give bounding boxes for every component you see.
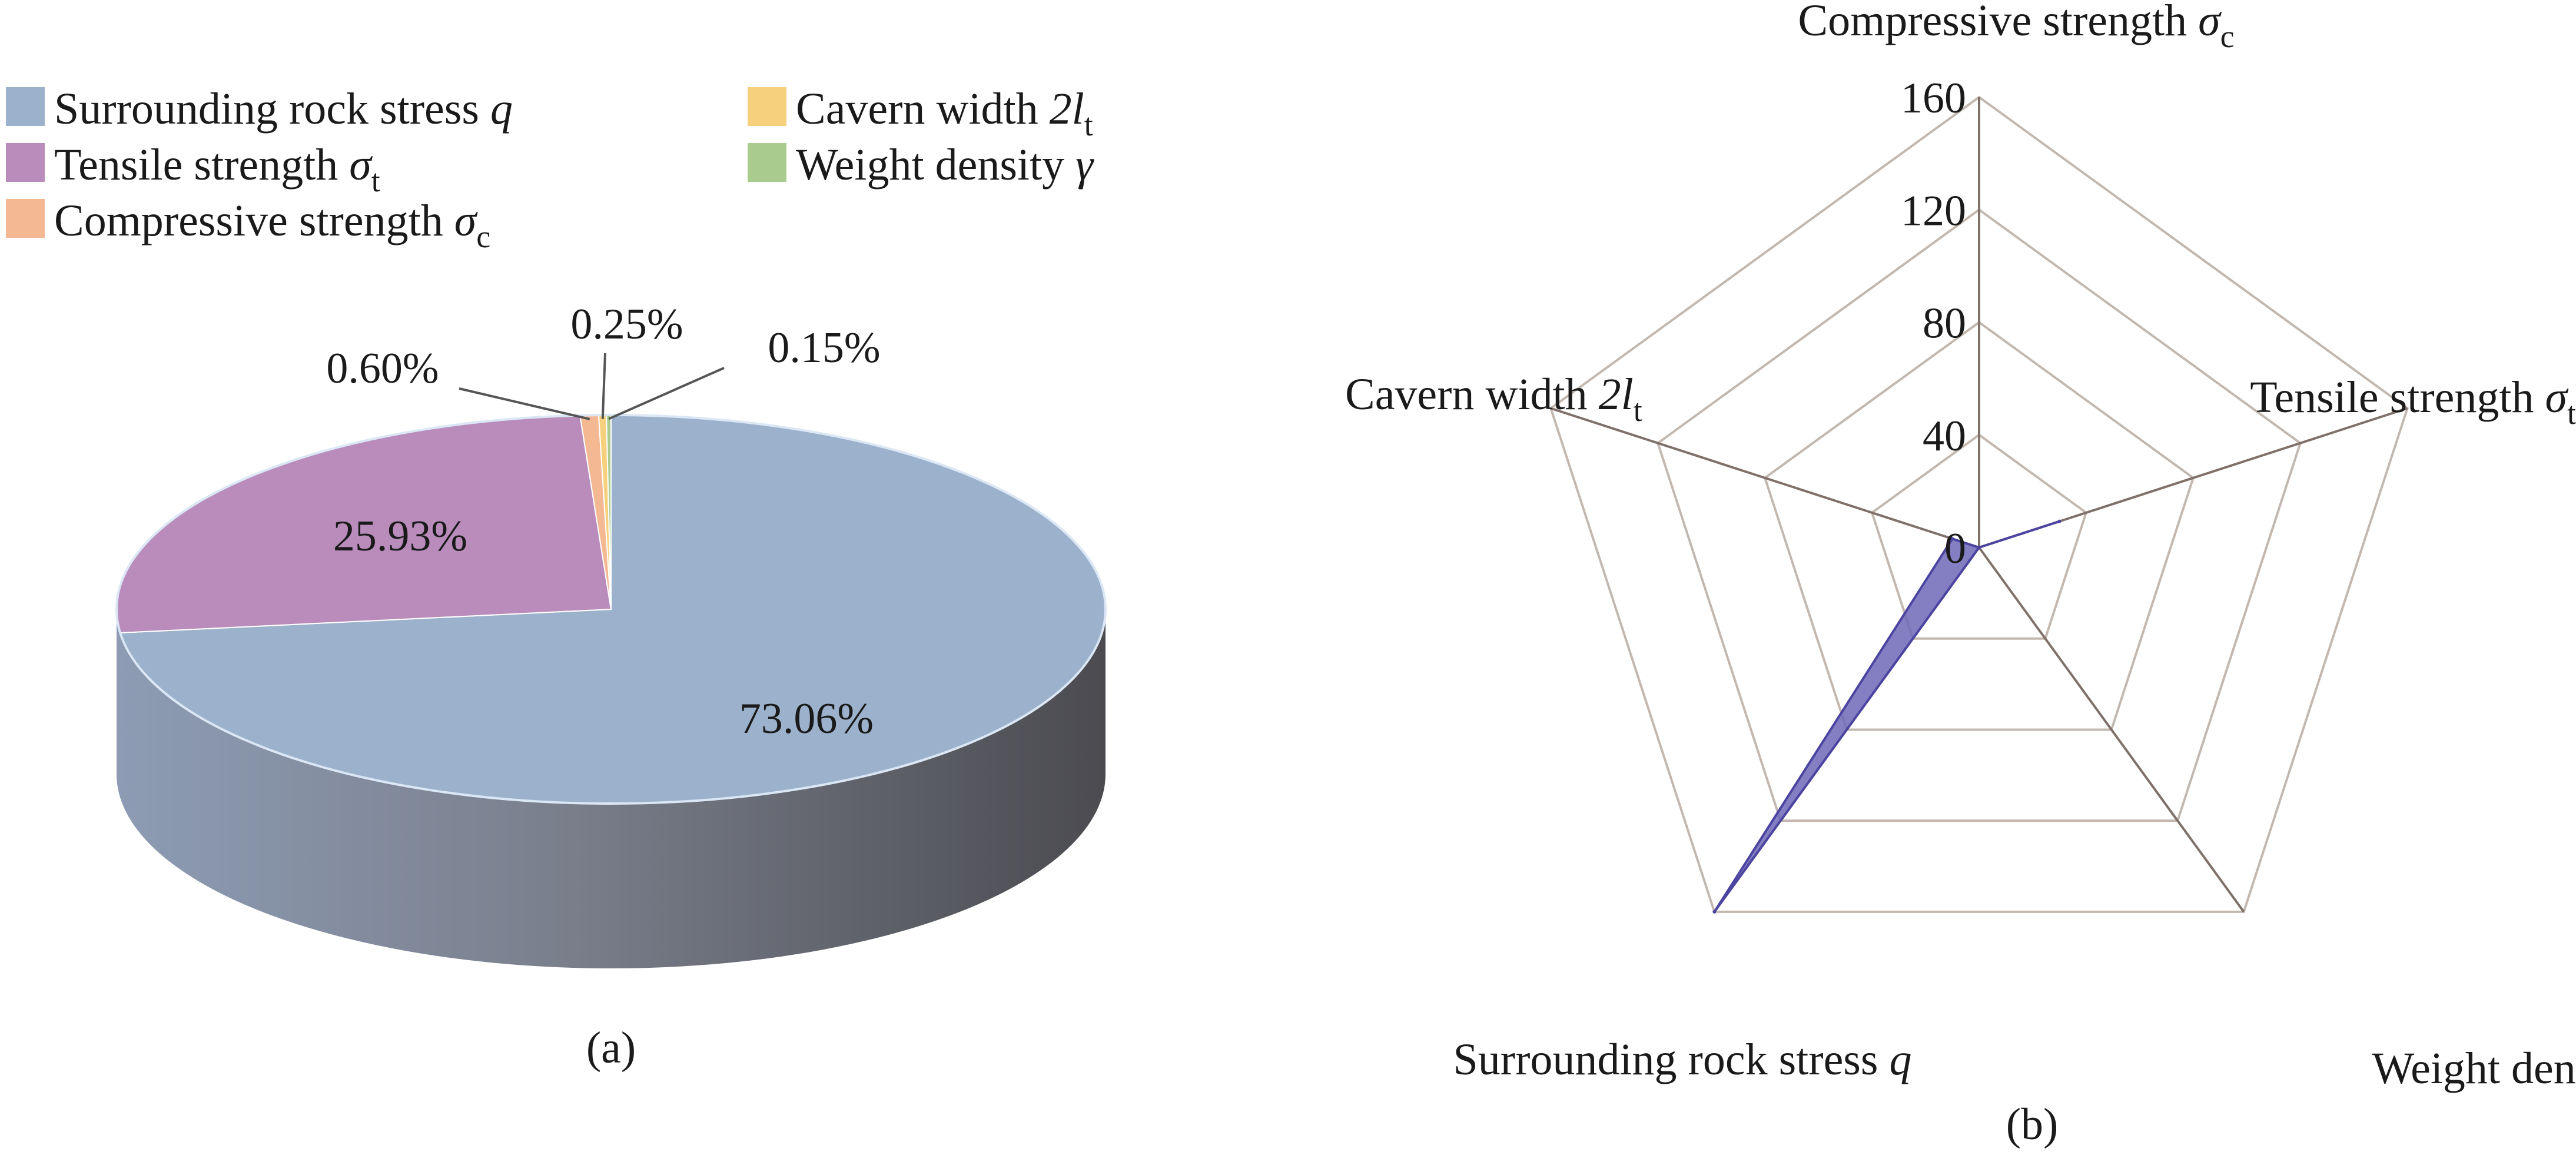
- radar-axis-label-surrounding-rock-stress: Surrounding rock stress q: [1453, 1035, 1912, 1084]
- radar-point-weight-density: [1977, 546, 1981, 549]
- radar-axis-label-surrounding-rock-stress-symbol: q: [1889, 1035, 1911, 1084]
- radar-ring-40: [1870, 433, 2088, 640]
- radar-tick-40: 40: [1923, 412, 1966, 460]
- radar-tick-0: 0: [1944, 525, 1966, 573]
- radar-ring-80: [1763, 321, 2195, 731]
- legend-surrounding-rock-stress-text-symbol: q: [490, 84, 513, 134]
- pie-rim: [115, 414, 1107, 805]
- legend-weight-density-swatch: [748, 143, 786, 182]
- pie-slices: [115, 414, 1107, 805]
- radar-axis-label-cavern-width-name: Cavern width: [1345, 370, 1599, 419]
- legend-compressive-strength-swatch: [6, 199, 45, 238]
- legend-cavern-width-text-name: Cavern width: [796, 84, 1050, 134]
- radar-point-surrounding-rock-stress: [1712, 910, 1717, 914]
- radar-series-area: [1713, 520, 2060, 913]
- legend-cavern-width-swatch: [748, 87, 786, 126]
- legend-tensile-strength-text-name: Tensile strength: [54, 140, 349, 190]
- legend-surrounding-rock-stress: Surrounding rock stress q: [6, 84, 513, 134]
- legend-tensile-strength-text-subscript: t: [371, 163, 380, 198]
- legend-cavern-width-text: Cavern width 2lt: [796, 84, 1093, 142]
- legend-cavern-width-text-subscript: t: [1084, 107, 1093, 142]
- radar-tick-80: 80: [1923, 300, 1966, 348]
- radar-axis-label-cavern-width-subscript: t: [1634, 393, 1642, 428]
- legend-tensile-strength-text-symbol: σ: [349, 140, 373, 190]
- pie-label-cavern-width: 0.25%: [570, 300, 683, 349]
- radar-axis-label-tensile-strength-name: Tensile strength: [2250, 373, 2545, 422]
- legend-tensile-strength-swatch: [6, 143, 45, 182]
- pie-label-surrounding-rock-stress: 73.06%: [739, 695, 874, 743]
- pie-side-surface: [117, 609, 1106, 968]
- legend-weight-density: Weight density γ: [748, 140, 1094, 190]
- legend-cavern-width-text-symbol: 2l: [1050, 84, 1084, 134]
- pie-side-wall: [117, 609, 1106, 968]
- radar-axis-label-tensile-strength: Tensile strength σt: [2250, 373, 2576, 431]
- pie-leader-lines: [459, 353, 725, 420]
- radar-tick-160: 160: [1901, 74, 1966, 122]
- radar-spokes: [1550, 97, 2408, 913]
- radar-axis-label-cavern-width-symbol: 2l: [1599, 370, 1634, 419]
- pie-label-weight-density: 0.15%: [768, 324, 880, 372]
- pie-label-compressive-strength: 0.60%: [326, 344, 439, 393]
- legend-weight-density-text: Weight density γ: [796, 140, 1094, 190]
- radar-axis-label-tensile-strength-symbol: σ: [2545, 373, 2569, 422]
- radar-axis-label-weight-density-name: Weight density: [2372, 1044, 2576, 1093]
- radar-grid: [1549, 95, 2409, 913]
- radar-ring-160: [1549, 95, 2409, 913]
- radar-axis-label-surrounding-rock-stress-name: Surrounding rock stress: [1453, 1035, 1890, 1084]
- leader-weight-density: [608, 367, 725, 420]
- legend-cavern-width: Cavern width 2lt: [748, 84, 1093, 142]
- radar-tick-labels: 0 40 80 120 160: [1901, 74, 1966, 573]
- radar-ring-120: [1656, 208, 2302, 822]
- legend-tensile-strength-text: Tensile strength σt: [54, 140, 380, 198]
- pie-label-tensile-strength: 25.93%: [333, 512, 467, 560]
- leader-compressive-strength: [459, 387, 590, 420]
- caption-a: (a): [586, 1023, 636, 1073]
- radar-spoke-cavern-width: [1550, 407, 1980, 549]
- radar-axis-label-weight-density: Weight density γ: [2372, 1044, 2576, 1093]
- legend-compressive-strength-text: Compressive strength σc: [54, 196, 490, 254]
- radar-axis-label-compressive-strength: Compressive strength σc: [1798, 0, 2234, 54]
- leader-cavern-width: [601, 353, 606, 419]
- legend-weight-density-text-symbol: γ: [1075, 140, 1094, 190]
- legend-tensile-strength: Tensile strength σt: [6, 140, 380, 198]
- legend-surrounding-rock-stress-text-name: Surrounding rock stress: [54, 84, 490, 134]
- legend-surrounding-rock-stress-text: Surrounding rock stress q: [54, 84, 513, 134]
- legend-compressive-strength: Compressive strength σc: [6, 196, 490, 254]
- radar-spoke-weight-density: [1978, 546, 2245, 913]
- caption-b: (b): [2006, 1100, 2059, 1149]
- legend-surrounding-rock-stress-swatch: [6, 87, 45, 126]
- legend-compressive-strength-text-symbol: σ: [454, 196, 478, 245]
- radar-axis-label-compressive-strength-name: Compressive strength: [1798, 0, 2198, 45]
- radar-axis-label-compressive-strength-symbol: σ: [2198, 0, 2222, 45]
- radar-series: [1712, 519, 2062, 914]
- radar-tick-120: 120: [1901, 187, 1966, 235]
- radar-point-cavern-width: [1950, 537, 1954, 541]
- radar-axis-label-cavern-width: Cavern width 2lt: [1345, 370, 1642, 428]
- radar-axis-label-compressive-strength-subscript: c: [2220, 19, 2235, 54]
- legend-compressive-strength-text-subscript: c: [476, 219, 490, 254]
- radar-axis-label-tensile-strength-subscript: t: [2567, 396, 2576, 431]
- radar-point-tensile-strength: [2057, 519, 2062, 523]
- legend-weight-density-text-name: Weight density: [796, 140, 1075, 190]
- pie-data-labels: 73.06% 25.93% 0.60% 0.25% 0.15%: [326, 300, 880, 743]
- legend-compressive-strength-text-name: Compressive strength: [54, 196, 454, 245]
